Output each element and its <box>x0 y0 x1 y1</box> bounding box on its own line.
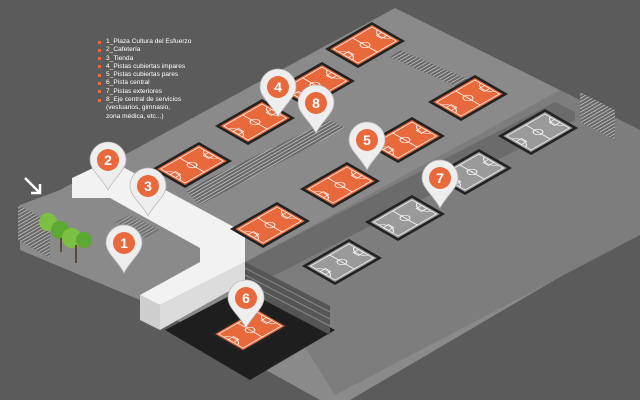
legend-item: 8_Eje central de servicios <box>98 96 191 104</box>
legend-item: 7_Pistas exteriores <box>98 88 191 96</box>
trees <box>39 213 92 263</box>
pin-number: 7 <box>436 170 444 186</box>
bullet-icon <box>98 65 101 69</box>
entrance-arrow-icon <box>24 177 42 195</box>
legend-item: 4_Pistas cubiertas impares <box>98 63 191 71</box>
legend-label: 7_Pistas exteriores <box>106 87 163 95</box>
map-pin-6[interactable]: 6 <box>227 279 265 329</box>
pin-number: 6 <box>242 290 250 306</box>
legend-label: 5_Pistas cubiertas pares <box>106 71 179 79</box>
stands <box>245 262 330 335</box>
legend-label: 2_Cafetería <box>106 46 141 54</box>
bullet-icon <box>98 73 101 77</box>
pin-number: 3 <box>144 178 152 194</box>
pin-badge <box>97 149 119 171</box>
pin-badge <box>137 175 159 197</box>
legend-label: 4_Pistas cubiertas impares <box>106 62 186 70</box>
pin-badge <box>113 232 135 254</box>
map-pin-3[interactable]: 3 <box>129 167 167 217</box>
legend-item: 2_Cafetería <box>98 46 191 54</box>
bullet-icon <box>98 48 101 52</box>
pin-badge <box>356 129 378 151</box>
pin-number: 1 <box>120 235 128 251</box>
hatch-zone <box>185 120 345 205</box>
plaza-building-top <box>72 160 245 305</box>
hatch-zone <box>390 50 470 88</box>
map-pin-5[interactable]: 5 <box>348 121 386 171</box>
legend-label: 3_Tienda <box>106 54 134 62</box>
outdoor-platform <box>250 90 640 395</box>
legend-detail: zona médica, etc...) <box>106 112 164 120</box>
hatch-zone <box>580 92 615 140</box>
pin-badge <box>305 92 327 114</box>
legend-label: 8_Eje central de servicios <box>106 96 182 104</box>
legend-item: 3_Tienda <box>98 55 191 63</box>
bullet-icon <box>98 40 101 44</box>
legend-detail: (vestuarios, gimnasio, <box>106 104 171 112</box>
bullet-icon <box>98 90 101 94</box>
legend-label: 6_Pista central <box>106 79 150 87</box>
bullet-icon <box>98 98 101 102</box>
hatch-zone <box>115 215 160 238</box>
map-pin-8[interactable]: 8 <box>297 84 335 134</box>
map-pin-4[interactable]: 4 <box>259 68 297 118</box>
pin-number: 4 <box>274 79 282 95</box>
pin-number: 2 <box>104 152 112 168</box>
pin-badge <box>235 287 257 309</box>
legend-item: 6_Pista central <box>98 79 191 87</box>
map-pin-1[interactable]: 1 <box>105 224 143 274</box>
services-axis <box>245 102 575 282</box>
pin-badge <box>267 76 289 98</box>
plaza-building-side <box>140 295 160 330</box>
legend-item: 5_Pistas cubiertas pares <box>98 71 191 79</box>
plaza-building-front <box>160 262 245 330</box>
pin-number: 5 <box>363 132 371 148</box>
bullet-icon <box>98 57 101 61</box>
bullet-icon <box>98 82 101 86</box>
pin-number: 8 <box>312 95 320 111</box>
pin-badge <box>429 167 451 189</box>
map-pin-7[interactable]: 7 <box>421 159 459 209</box>
legend-label: 1_Plaza Cultura del Esfuerzo <box>106 38 192 45</box>
map-pin-2[interactable]: 2 <box>89 141 127 191</box>
legend-item: 1_Plaza Cultura del Esfuerzo <box>98 38 191 46</box>
